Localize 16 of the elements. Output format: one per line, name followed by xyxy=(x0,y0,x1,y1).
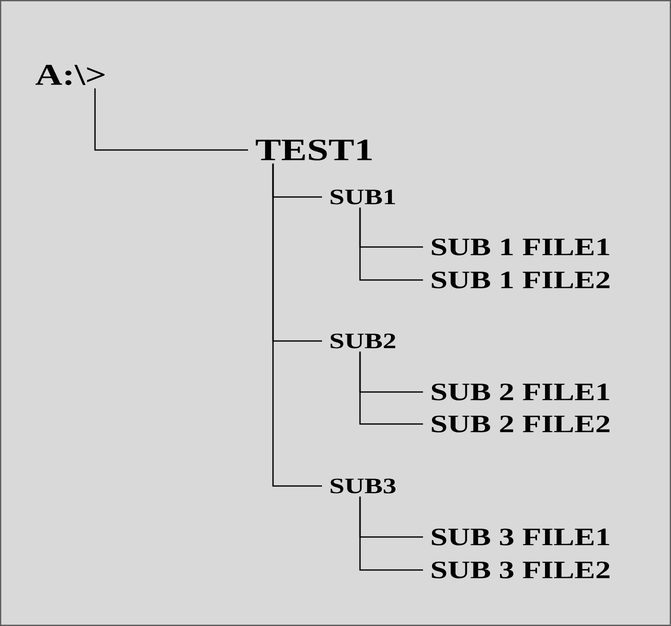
folder-label: SUB3 xyxy=(330,478,396,494)
folder-label: SUB2 xyxy=(330,334,396,348)
tree-connector xyxy=(359,496,423,571)
file-label: SUB 3 FILE1 xyxy=(432,528,610,546)
file-label: SUB 2 FILE2 xyxy=(432,416,610,432)
tree-connector xyxy=(359,352,423,425)
folder-label: SUB1 xyxy=(330,190,396,204)
tree-connector xyxy=(94,88,248,151)
file-label: SUB 1 FILE2 xyxy=(432,272,610,288)
root-label: A:\> xyxy=(36,64,105,86)
file-label: SUB 1 FILE1 xyxy=(432,238,610,256)
tree-connector xyxy=(359,208,423,281)
tree-connector xyxy=(272,164,322,487)
file-label: SUB 2 FILE1 xyxy=(432,384,610,400)
folder-label: TEST1 xyxy=(256,140,372,160)
file-label: SUB 3 FILE2 xyxy=(432,562,610,578)
